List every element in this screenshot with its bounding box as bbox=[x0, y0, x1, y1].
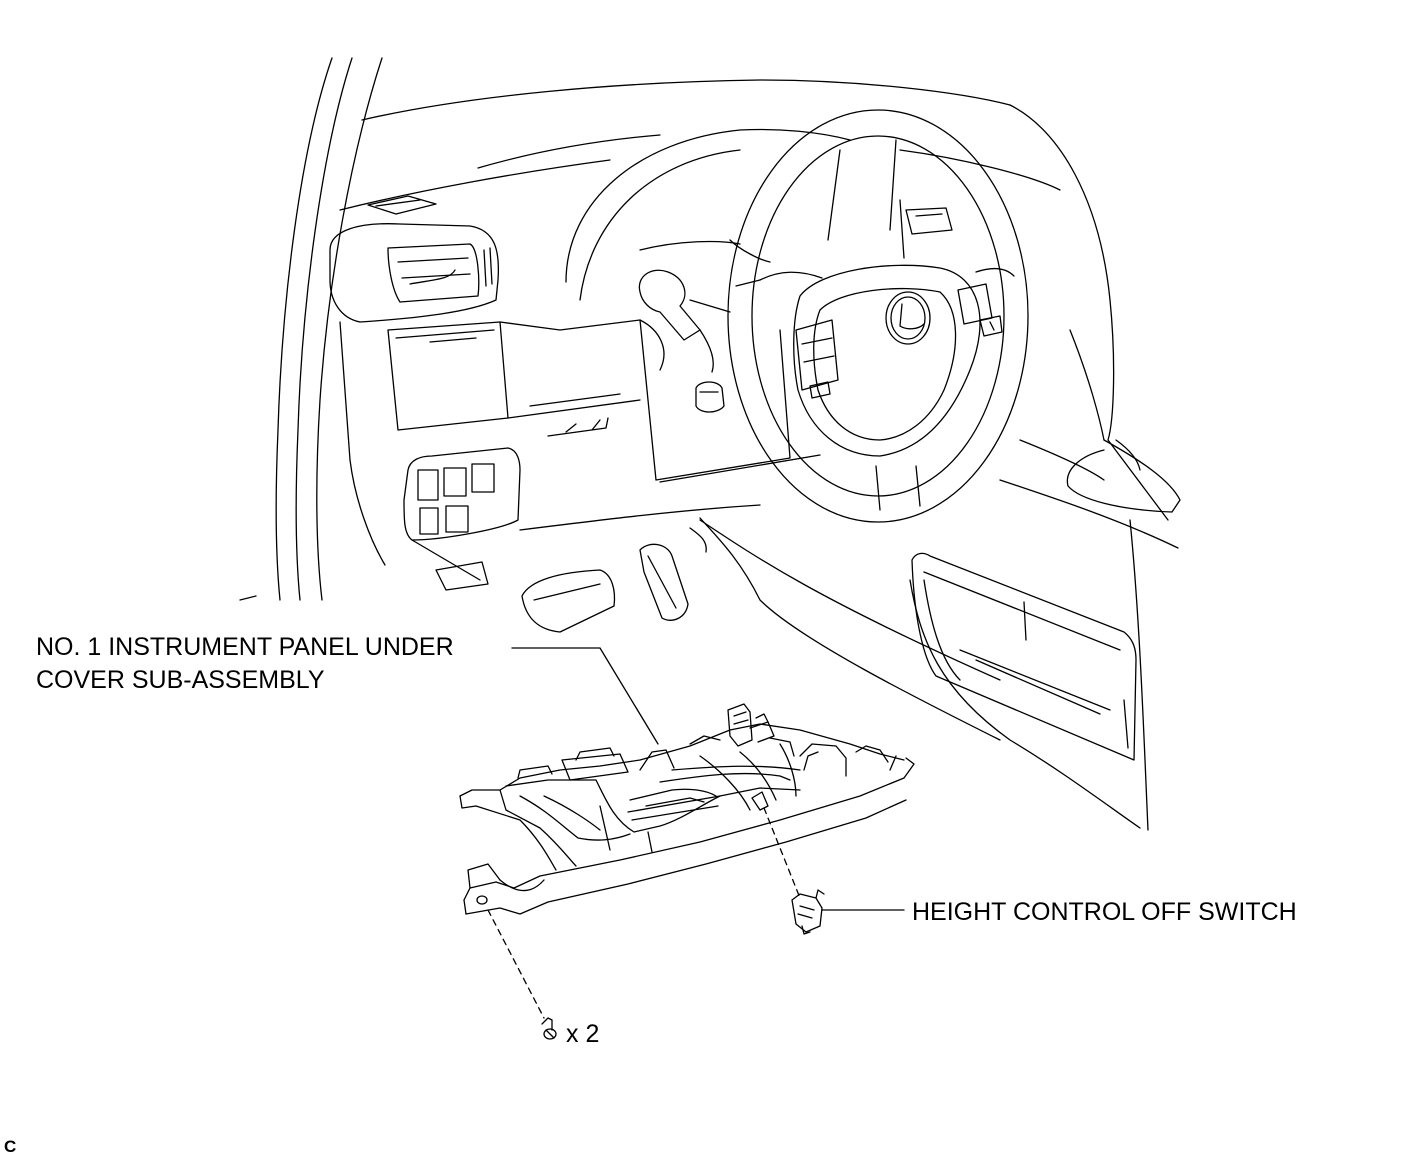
screw-clip-icon bbox=[542, 1018, 556, 1039]
left-air-vent bbox=[330, 196, 498, 322]
a-pillar bbox=[240, 58, 382, 600]
pedals bbox=[522, 528, 706, 632]
switch-connector-icon bbox=[792, 890, 824, 934]
under-cover-label-line-2: COVER SUB-ASSEMBLY bbox=[36, 666, 325, 694]
steering-wheel bbox=[728, 110, 1028, 522]
under-cover-sub-assembly bbox=[460, 704, 914, 914]
left-dash-panel bbox=[340, 320, 664, 565]
steering-column-stalk bbox=[639, 270, 730, 372]
under-cover-label-line-1: NO. 1 INSTRUMENT PANEL UNDER bbox=[36, 633, 454, 661]
left-switch-cluster bbox=[404, 448, 520, 590]
centre-lower-dash bbox=[520, 320, 1000, 740]
dashboard-top bbox=[340, 80, 1060, 210]
lower-right-panel bbox=[910, 553, 1140, 828]
clip-quantity-label: x 2 bbox=[566, 1020, 600, 1048]
lexus-emblem-icon bbox=[886, 292, 930, 344]
height-control-switch-label: HEIGHT CONTROL OFF SWITCH bbox=[912, 898, 1297, 926]
corner-code-label: C bbox=[4, 1137, 17, 1156]
right-dash bbox=[1000, 105, 1180, 830]
leader-lines bbox=[512, 648, 904, 910]
assembly-dashed-lines bbox=[488, 808, 800, 1018]
